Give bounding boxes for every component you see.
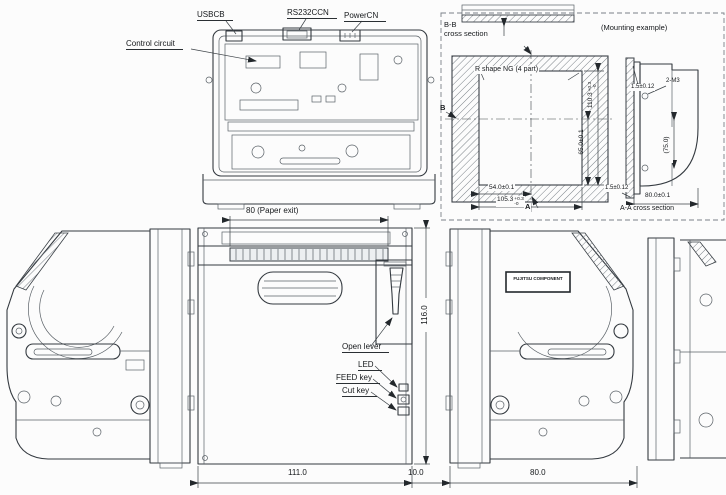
section-marker-a: A (524, 202, 532, 212)
paper-exit-dim: 80 (Paper exit) (246, 206, 299, 215)
mounting-example-title: (Mounting example) (601, 23, 668, 32)
nameplate: FUJITSU COMPONENT (513, 276, 563, 281)
screw-height-dim: 65.0±0.1 (578, 129, 585, 155)
open-lever-label: Open lever (342, 342, 390, 354)
overall-height-dim: 116.0 (420, 298, 430, 332)
cut-key-label: Cut key (342, 386, 378, 398)
cutout-width-dim: 105.3+0.3-0 (496, 196, 525, 208)
cutout-height-dim: 110.3+0.3-0 (587, 81, 599, 109)
left-side-view-drawing (6, 228, 195, 469)
bracket-height-ref-dim: (75.0) (663, 127, 673, 163)
usbcb-label: USBCB (197, 10, 233, 22)
aa-cross-section-label: A-A cross section (619, 205, 676, 214)
top-view-drawing (190, 18, 436, 210)
section-marker-b: B (440, 103, 446, 112)
feed-key-label: FEED key (336, 373, 381, 385)
control-circuit-label: Control circuit (126, 39, 183, 51)
side-depth-dim: 80.0 (530, 468, 546, 477)
screw-spec-note: 2-M3 (666, 78, 680, 84)
rs232ccn-label: RS232CCN (287, 8, 337, 20)
overall-width-dim: 111.0 (288, 468, 307, 477)
screw-offset-dim: 54.0±0.1 (488, 184, 516, 192)
bb-cross-section-label: B-B cross section (444, 20, 488, 38)
powercn-label: PowerCN (344, 11, 387, 23)
led-label: LED (358, 360, 382, 372)
r-shape-note: R shape NG (4 part) (474, 66, 540, 75)
back-view-drawing (197, 216, 413, 465)
plate-thickness-top-dim: 1.5±0.12 (630, 84, 656, 91)
far-right-view-drawing (647, 237, 726, 461)
plate-thickness-bottom-dim: 1.5±0.12 (604, 185, 630, 192)
mounting-example-drawing (440, 4, 725, 221)
gap-dim: 10.0 (408, 468, 424, 477)
overall-dimensions (190, 220, 638, 488)
right-side-view-drawing (445, 228, 634, 469)
bracket-depth-dim: 80.0±0.1 (644, 192, 672, 200)
